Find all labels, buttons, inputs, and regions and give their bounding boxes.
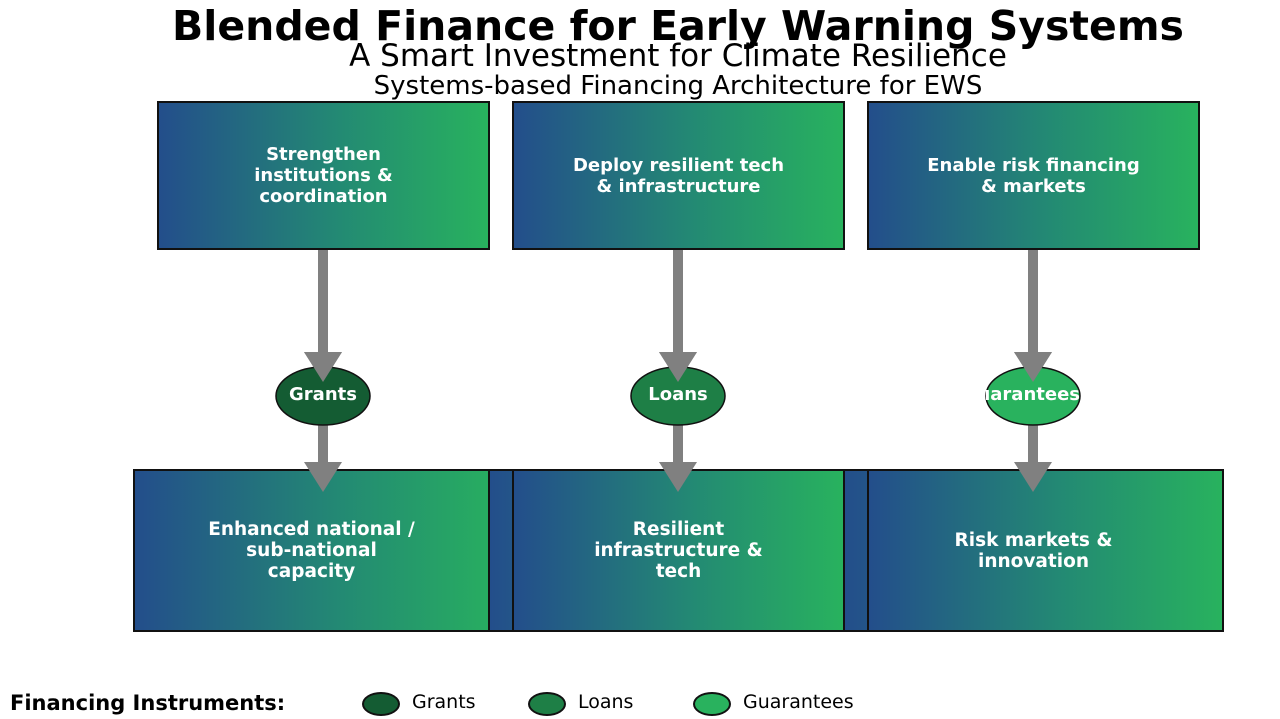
bottom-box-label: Resilient infrastructure & tech [594,519,763,582]
arrow-head-overlay [659,352,697,382]
legend-label-guarantees: Guarantees [743,691,854,713]
diagram-subtitle-secondary: Systems-based Financing Architecture for… [373,71,983,101]
bottom-box-infrastructure-front: Resilient infrastructure & tech [512,469,845,632]
arrow-head-overlay [1014,352,1052,382]
top-box-label: Enable risk financing & markets [927,154,1140,197]
arrow-head-overlay [304,352,342,382]
diagram-subtitle: A Smart Investment for Climate Resilienc… [349,38,1007,74]
top-box-tech: Deploy resilient tech & infrastructure [512,101,845,250]
legend-marker-loans [528,692,566,716]
arrow-head [304,462,342,492]
legend-marker-guarantees [693,692,731,716]
bottom-box-risk-markets-front: Risk markets & innovation [867,469,1224,632]
diagram-title: Blended Finance for Early Warning System… [172,2,1184,50]
instrument-label-guarantees: Guarantees [986,384,1080,405]
top-box-label: Deploy resilient tech & infrastructure [572,154,785,197]
arrow-shaft [673,250,683,355]
legend-marker-grants [362,692,400,716]
arrow-shaft [318,425,328,465]
arrow-head [659,462,697,492]
arrow-shaft [1028,425,1038,465]
bottom-box-label: Enhanced national / sub-national capacit… [208,519,415,582]
instrument-label-grants: Grants [289,384,357,405]
bottom-box-label: Risk markets & innovation [954,529,1113,572]
top-box-label: Strengthen institutions & coordination [254,144,393,207]
arrow-shaft [318,250,328,355]
legend-title: Financing Instruments: [10,691,286,715]
top-box-institutions: Strengthen institutions & coordination [157,101,490,250]
legend-label-loans: Loans [578,691,634,713]
bottom-box-capacity: Enhanced national / sub-national capacit… [133,469,514,632]
legend-label-grants: Grants [412,691,476,713]
arrow-shaft [673,425,683,465]
arrow-shaft [1028,250,1038,355]
instrument-label-loans: Loans [648,384,708,405]
arrow-head [1014,462,1052,492]
top-box-risk-financing: Enable risk financing & markets [867,101,1200,250]
